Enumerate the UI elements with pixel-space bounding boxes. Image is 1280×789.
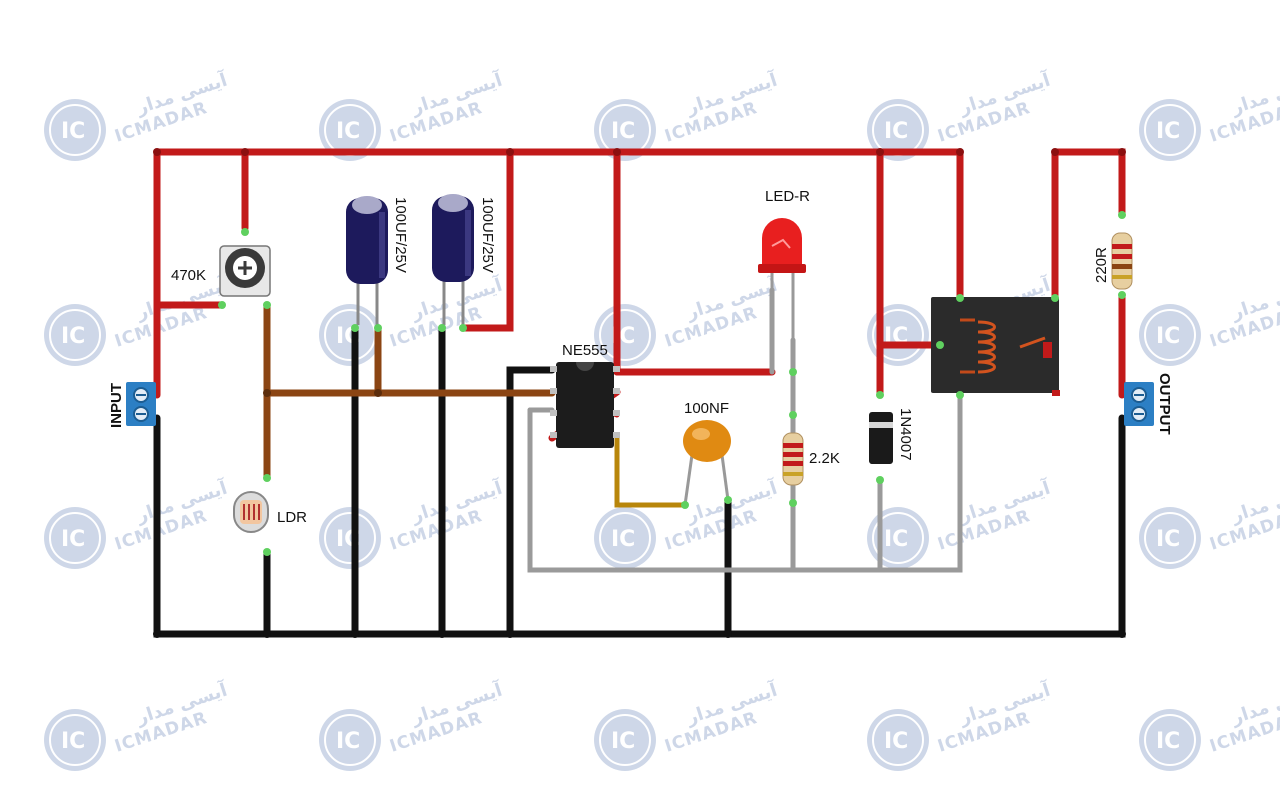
svg-text:IC: IC (1156, 527, 1180, 552)
svg-text:IC: IC (611, 729, 635, 754)
pot-label: 470K (171, 267, 206, 284)
watermark-logo-icon (319, 99, 381, 161)
input-label: INPUT (108, 383, 125, 428)
output-top-wire (1051, 148, 1126, 219)
resistor-220r[interactable]: 220R (1093, 211, 1133, 299)
timing-wires (614, 435, 688, 508)
resistor-220r-label: 220R (1093, 247, 1110, 283)
svg-text:IC: IC (884, 729, 908, 754)
diode-1n4007[interactable]: 1N4007 (869, 391, 914, 484)
ic-to-ceramic-wire (614, 435, 688, 508)
trimmer-cross-icon (238, 261, 252, 275)
output-label: OUTPUT (1156, 373, 1173, 435)
relay-coil-icon (977, 320, 996, 374)
cap2-label: 100UF/25V (479, 197, 496, 273)
ldr-trace-icon (243, 504, 260, 520)
electrolytic-capacitor-2[interactable]: 100UF/25V (432, 194, 496, 332)
watermark-logo-icon (867, 709, 929, 771)
svg-text:IC: IC (611, 119, 635, 144)
junctions (153, 148, 1126, 638)
watermark-logo-icon (44, 99, 106, 161)
svg-text:IC: IC (1156, 729, 1180, 754)
watermark-logo-icon (1139, 507, 1201, 569)
svg-text:IC: IC (884, 119, 908, 144)
led-label: LED-R (765, 188, 810, 205)
ne555-ic[interactable]: NE555 (550, 342, 620, 448)
watermark-logo-icon (319, 304, 381, 366)
cap1-label: 100UF/25V (392, 197, 409, 273)
watermark-logo-icon (319, 507, 381, 569)
output-terminal-block[interactable]: OUTPUT (1124, 373, 1173, 435)
watermark-logo-icon (44, 709, 106, 771)
ceramic-capacitor[interactable]: 100NF (681, 400, 732, 509)
svg-text:IC: IC (61, 729, 85, 754)
svg-text:IC: IC (61, 324, 85, 349)
ceramic-label: 100NF (684, 400, 729, 417)
watermark-logo-icon (1139, 99, 1201, 161)
svg-text:IC: IC (1156, 119, 1180, 144)
watermark-logo-icon (1139, 709, 1201, 771)
ldr-sensor[interactable]: LDR (233, 474, 307, 556)
watermark-logo-icon (44, 507, 106, 569)
ground-rail-wire (153, 414, 1126, 638)
watermark-logo-icon (594, 507, 656, 569)
watermark-logo-icon (594, 99, 656, 161)
watermark-logo-icon (1139, 304, 1201, 366)
potentiometer[interactable]: 470K (171, 228, 271, 309)
svg-text:IC: IC (61, 527, 85, 552)
electrolytic-capacitor-1[interactable]: 100UF/25V (346, 196, 409, 332)
watermark-logo-icon (44, 304, 106, 366)
diode-label: 1N4007 (897, 408, 914, 461)
watermark-logo-icon (594, 304, 656, 366)
reset-loop-wire (527, 392, 963, 573)
red-led[interactable]: LED-R (758, 188, 810, 340)
watermark-logo-icon (319, 709, 381, 771)
ldr-label: LDR (277, 509, 307, 526)
svg-text:IC: IC (884, 527, 908, 552)
relay[interactable] (931, 294, 1060, 399)
cap2-positive-wire (459, 148, 514, 332)
ic-label: NE555 (562, 342, 608, 359)
resistor-2k2-label: 2.2K (809, 450, 840, 467)
watermark-logo-icon (594, 709, 656, 771)
svg-text:IC: IC (1156, 324, 1180, 349)
resistor-2k2[interactable]: 2.2K (782, 368, 840, 507)
svg-text:IC: IC (611, 527, 635, 552)
svg-text:IC: IC (61, 119, 85, 144)
ground-wires (153, 324, 1126, 638)
input-terminal-block[interactable]: INPUT (108, 382, 156, 428)
positive-wires (153, 148, 1126, 442)
svg-text:IC: IC (336, 119, 360, 144)
watermark-logo-icon (867, 99, 929, 161)
ic-ground-wire (506, 366, 556, 638)
svg-text:IC: IC (336, 729, 360, 754)
